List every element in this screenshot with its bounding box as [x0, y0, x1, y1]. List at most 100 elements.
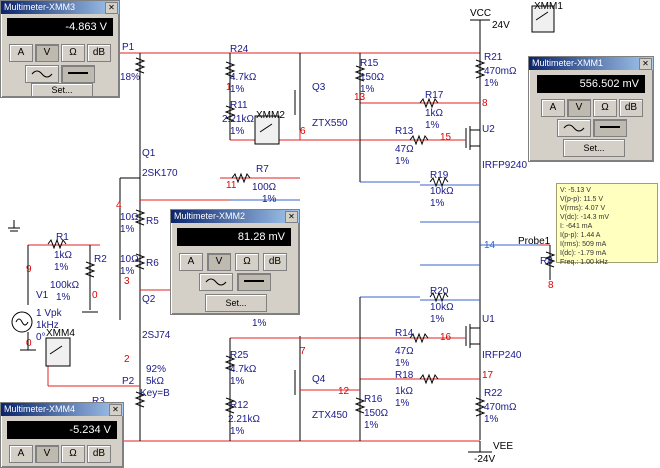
- p2-key: Key=B: [140, 388, 170, 399]
- xmm2-titlebar[interactable]: Multimeter-XMM2: [171, 210, 299, 223]
- r1-tol: 1%: [54, 262, 69, 273]
- xmm4-close-icon[interactable]: ✕: [109, 404, 122, 416]
- xmm1-close-icon[interactable]: ✕: [639, 58, 652, 70]
- probe-line: V(p-p): 11.5 V: [560, 196, 604, 203]
- xmm3-dc-button[interactable]: [61, 65, 95, 83]
- xmm2-db-button[interactable]: dB: [263, 253, 287, 271]
- xmm1-amps-button[interactable]: A: [541, 99, 565, 117]
- net-6: 6: [300, 126, 306, 137]
- q1-ref: Q1: [142, 148, 156, 159]
- v1-ref: V1: [36, 290, 49, 301]
- r19-value: 10kΩ: [430, 186, 454, 197]
- output-stage: [420, 53, 556, 440]
- r24-tol: 1%: [230, 84, 245, 95]
- net-8: 8: [482, 98, 488, 109]
- xmm2-icon[interactable]: XMM2: [254, 110, 285, 145]
- net-17: 17: [482, 370, 494, 381]
- xmm2-close-icon[interactable]: ✕: [285, 211, 298, 223]
- xmm1-set-button[interactable]: Set...: [563, 139, 625, 157]
- multimeter-xmm4-window[interactable]: Multimeter-XMM4 ✕ -5.234 V A V Ω dB: [0, 402, 124, 468]
- xmm3-amps-button[interactable]: A: [9, 44, 33, 62]
- xmm1-icon[interactable]: XMM1: [531, 1, 563, 33]
- r5-tol: 1%: [120, 224, 135, 235]
- vee-label: VEE: [493, 441, 513, 452]
- xmm3-close-icon[interactable]: ✕: [105, 2, 118, 14]
- r17-value: 1kΩ: [425, 108, 444, 119]
- r18-value: 1kΩ: [395, 386, 414, 397]
- xmm2-ohms-button[interactable]: Ω: [235, 253, 259, 271]
- xmm3-db-button[interactable]: dB: [87, 44, 111, 62]
- probe1-readout: V: -5.13 V V(p-p): 11.5 V V(rms): 4.07 V…: [556, 183, 658, 266]
- xmm3-ohms-button[interactable]: Ω: [61, 44, 85, 62]
- xmm1-ohms-button[interactable]: Ω: [593, 99, 617, 117]
- r19-ref: R19: [430, 170, 449, 181]
- xmm1-volts-button[interactable]: V: [567, 99, 591, 117]
- xmm4-titlebar[interactable]: Multimeter-XMM4: [1, 403, 123, 416]
- vee-rail: VEE -24V: [120, 440, 513, 465]
- r12-tol: 1%: [230, 426, 245, 437]
- probe-line: V(rms): 4.07 V: [560, 205, 606, 212]
- xmm4-volts-button[interactable]: V: [35, 445, 59, 463]
- xmm2-set-button[interactable]: Set...: [205, 294, 267, 312]
- xmm1-dc-button[interactable]: [593, 119, 627, 137]
- v1-freq: 1kHz: [36, 320, 59, 331]
- r11-value: 2.21kΩ: [222, 114, 254, 125]
- xmm3-volts-button[interactable]: V: [35, 44, 59, 62]
- probe-line: V(dc): -14.3 mV: [560, 214, 610, 221]
- probe1[interactable]: Probe1: [480, 236, 551, 247]
- xmm1-ac-button[interactable]: [557, 119, 591, 137]
- xmm4-amps-button[interactable]: A: [9, 445, 33, 463]
- net-13: 13: [354, 92, 366, 103]
- u1-part: IRFP240: [482, 350, 522, 361]
- r15-ref: R15: [360, 58, 379, 69]
- r14-ref: R14: [395, 328, 414, 339]
- xmm2-amps-button[interactable]: A: [179, 253, 203, 271]
- xmm4-ohms-button[interactable]: Ω: [61, 445, 85, 463]
- probe-line: Freq.: 1.00 kHz: [560, 259, 608, 266]
- net-1: 1: [226, 82, 232, 93]
- r15-tol: 1%: [360, 84, 375, 95]
- xmm3-set-button[interactable]: Set...: [31, 83, 93, 97]
- multimeter-xmm2-window[interactable]: Multimeter-XMM2 ✕ 81.28 mV A V Ω dB Set.…: [170, 209, 300, 315]
- xmm2-volts-button[interactable]: V: [207, 253, 231, 271]
- q2-part: 2SJ74: [142, 330, 171, 341]
- xmm1-db-button[interactable]: dB: [619, 99, 643, 117]
- xmm2-reading: 81.28 mV: [177, 228, 291, 246]
- r24-value: 4.7kΩ: [230, 72, 257, 83]
- vcc-value: 24V: [492, 20, 510, 31]
- drive-wires: [354, 53, 480, 441]
- r2-tol: 1%: [56, 292, 71, 303]
- xmm2-ac-button[interactable]: [199, 273, 233, 291]
- net-11: 11: [226, 180, 237, 191]
- r13-tol: 1%: [395, 156, 410, 167]
- r18-tol: 1%: [395, 398, 410, 409]
- q3-part: ZTX550: [312, 118, 348, 129]
- r25-value: 4.7kΩ: [230, 364, 257, 375]
- r24-ref: R24: [230, 44, 249, 55]
- q4-part: ZTX450: [312, 410, 348, 421]
- r8-ref: R8: [540, 256, 553, 267]
- vas-stage: [224, 53, 360, 441]
- r20-ref: R20: [430, 286, 449, 297]
- net-9: 9: [26, 264, 32, 275]
- r2-value: 100kΩ: [50, 280, 80, 291]
- r17-ref: R17: [425, 90, 444, 101]
- u2-part: IRFP9240: [482, 160, 527, 171]
- xmm2-dc-button[interactable]: [237, 273, 271, 291]
- xmm2-icon-label: XMM2: [256, 110, 285, 121]
- sine-wave-icon: [563, 124, 585, 132]
- r22-ref: R22: [484, 388, 503, 399]
- xmm4-db-button[interactable]: dB: [87, 445, 111, 463]
- xmm3-ac-button[interactable]: [25, 65, 59, 83]
- multimeter-xmm3-window[interactable]: Multimeter-XMM3 ✕ -4.863 V A V Ω dB Set.…: [0, 0, 120, 98]
- vcc-rail: VCC 24V: [120, 8, 510, 54]
- xmm3-titlebar[interactable]: Multimeter-XMM3: [1, 1, 119, 14]
- r5-value: 10Ω: [120, 212, 139, 223]
- probe-line: I: -641 mA: [560, 223, 593, 230]
- dc-line-icon: [68, 72, 88, 74]
- multimeter-xmm1-window[interactable]: Multimeter-XMM1 ✕ 556.502 mV A V Ω dB Se…: [528, 56, 654, 162]
- r14-tol: 1%: [395, 358, 410, 369]
- xmm4-icon[interactable]: XMM4: [45, 328, 75, 367]
- xmm1-titlebar[interactable]: Multimeter-XMM1: [529, 57, 653, 70]
